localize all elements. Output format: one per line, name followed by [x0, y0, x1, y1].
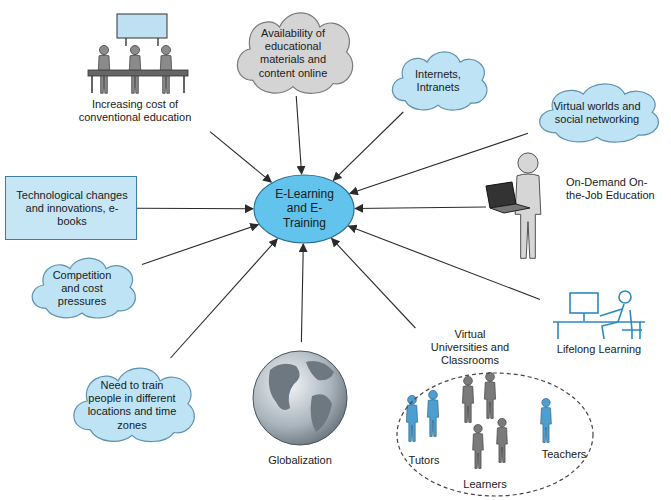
arrow-connector: [301, 244, 303, 342]
role-label: Teachers: [535, 448, 593, 461]
figure-caption: Lifelong Learning: [544, 343, 654, 356]
arrow-connector: [296, 96, 301, 174]
illustration-node: Globalization: [248, 342, 352, 482]
text-slot: Competition and cost pressures: [45, 269, 119, 309]
dashed-ellipse: [397, 373, 593, 496]
cloud-shape: [237, 13, 352, 93]
figure-caption: Increasing cost of conventional educatio…: [60, 98, 210, 124]
cloud-shape: [392, 52, 487, 110]
illustration-node: Increasing cost of conventional educatio…: [60, 8, 210, 132]
cloud-node: Virtual worlds and social networking: [528, 76, 666, 144]
cloud-node: Internets, Intranets: [383, 44, 493, 112]
cloud-node: Competition and cost pressures: [22, 250, 142, 320]
classroom-figure: [88, 14, 188, 93]
node-label: Competition and cost pressures: [45, 269, 119, 309]
process-box: Technological changes and innovations, e…: [5, 176, 137, 240]
node-label: Technological changes and innovations, e…: [14, 189, 130, 229]
node-label: Virtual worlds and social networking: [553, 100, 641, 126]
node-label: E-Learning and E-Training: [269, 187, 340, 230]
text-slot: Availability of educational materials an…: [249, 27, 337, 80]
text-slot: Increasing cost of conventional educatio…: [60, 98, 210, 124]
role-label: Tutors: [399, 454, 449, 467]
arrow-connector: [210, 132, 271, 182]
laptop-worker-figure: [486, 153, 541, 258]
node-label: Availability of educational materials an…: [249, 27, 337, 80]
role-label: Learners: [455, 478, 515, 491]
node-label: Need to train people in different locati…: [86, 379, 178, 432]
text-slot: Learners: [455, 478, 515, 491]
cloud-node: Need to train people in different locati…: [62, 358, 202, 444]
figure-caption: Globalization: [248, 454, 352, 467]
arrow-connector: [137, 208, 253, 210]
text-slot: Teachers: [535, 448, 593, 461]
arrow-connector: [355, 207, 486, 208]
cloud-shape: [32, 258, 135, 318]
group-heading: Virtual Universities and Classrooms: [425, 328, 515, 368]
illustration-node: On-Demand On-the-Job Education: [486, 150, 666, 262]
arrow-connector: [350, 133, 528, 193]
cloud-shape: [540, 84, 659, 142]
cloud-shape: [74, 368, 194, 441]
node-label: Internets, Intranets: [404, 68, 472, 94]
group-ellipse: Virtual Universities and ClassroomsTutor…: [395, 328, 595, 498]
text-slot: Virtual worlds and social networking: [553, 100, 641, 126]
cloud-node: Availability of educational materials an…: [226, 2, 360, 96]
central-ellipse: E-Learning and E-Training: [253, 174, 355, 244]
text-slot: Technological changes and innovations, e…: [14, 189, 130, 229]
ellipse-shape: [254, 175, 354, 243]
arrow-connector: [171, 239, 278, 358]
desk-learner-figure: [553, 291, 645, 339]
arrow-connector: [349, 226, 540, 299]
figure-caption: On-Demand On-the-Job Education: [566, 176, 662, 202]
dashed-outline: [395, 328, 595, 498]
globe-figure: [253, 351, 347, 445]
text-slot: Need to train people in different locati…: [86, 379, 178, 432]
text-slot: E-Learning and E-Training: [269, 187, 340, 230]
text-slot: Virtual Universities and Classrooms: [425, 328, 515, 368]
text-slot: Globalization: [248, 454, 352, 467]
text-slot: Internets, Intranets: [404, 68, 472, 94]
arrow-connector: [333, 112, 403, 180]
text-slot: On-Demand On-the-Job Education: [566, 176, 662, 202]
illustration-node: Lifelong Learning: [540, 285, 668, 363]
arrow-connector: [332, 238, 416, 328]
text-slot: Tutors: [399, 454, 449, 467]
arrow-connector: [142, 225, 258, 265]
text-slot: Lifelong Learning: [544, 343, 654, 356]
